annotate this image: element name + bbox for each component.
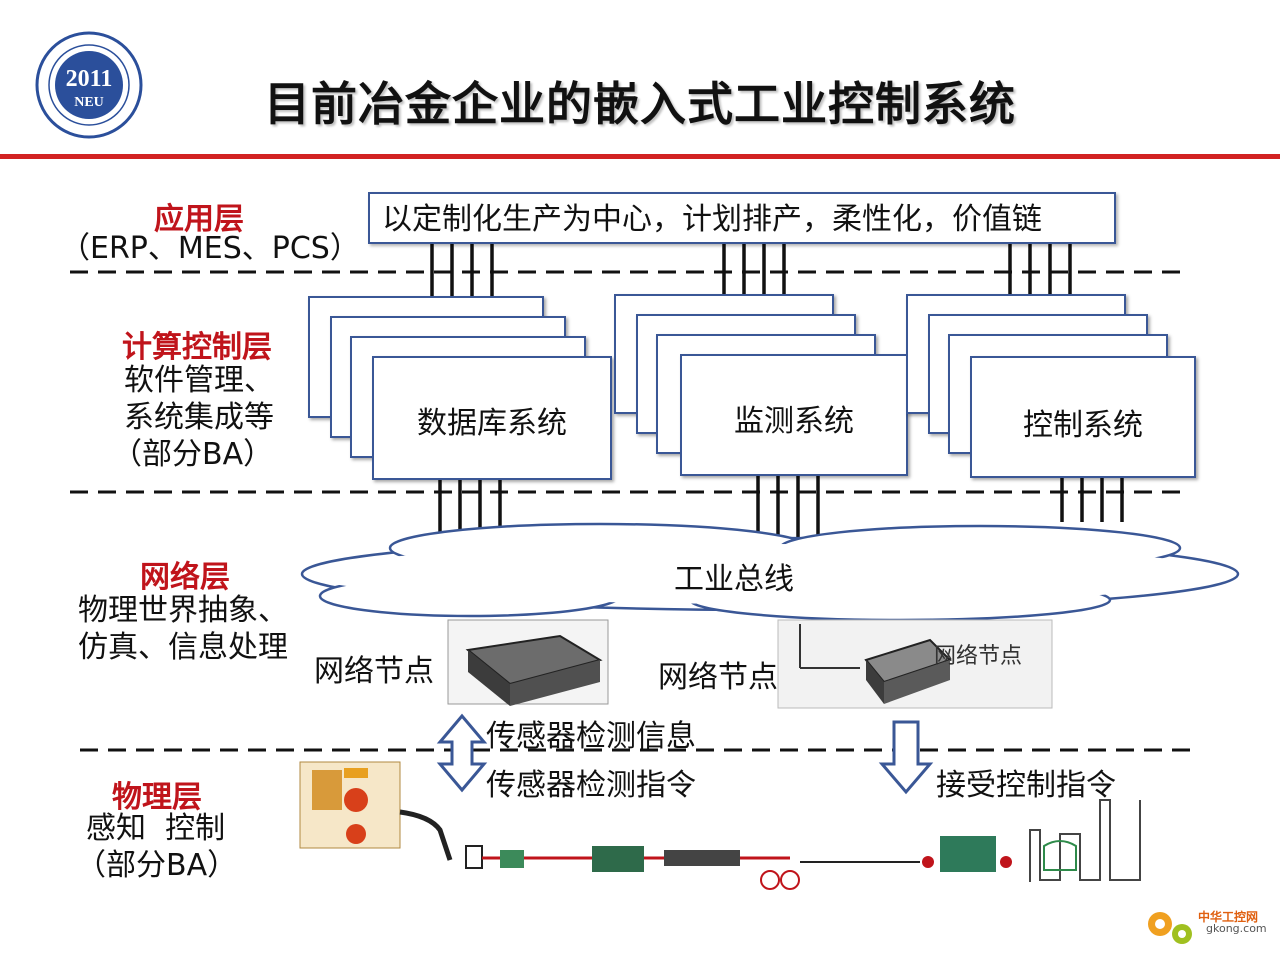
monitoring-system-box: 监测系统 — [680, 354, 908, 476]
database-system-label: 数据库系统 — [417, 406, 567, 441]
page-title: 目前冶金企业的嵌入式工业控制系统 — [264, 77, 1016, 131]
computing-layer-desc-1: 软件管理、 — [124, 363, 274, 398]
network-node-label-left: 网络节点 — [314, 654, 434, 689]
industrial-bus-cloud — [300, 522, 1240, 622]
connectors-top — [430, 244, 1072, 296]
physical-layer-desc-1: 感知 控制 — [86, 811, 226, 846]
control-system-label: 控制系统 — [1023, 408, 1143, 443]
computing-layer-desc-2: 系统集成等 — [124, 400, 274, 435]
application-layer-title: 应用层 — [154, 202, 244, 237]
sensor-info-label: 传感器检测信息 — [486, 719, 696, 754]
industrial-bus-label: 工业总线 — [674, 562, 794, 597]
network-layer-desc-2: 仿真、信息处理 — [78, 630, 288, 665]
physical-layer-desc-2: （部分BA） — [76, 848, 238, 883]
network-layer-desc-1: 物理世界抽象、 — [78, 593, 288, 628]
application-goal-box: 以定制化生产为中心，计划排产，柔性化，价值链 — [368, 192, 1116, 244]
network-layer-title: 网络层 — [140, 560, 230, 595]
down-arrow — [878, 720, 934, 795]
monitoring-system-label: 监测系统 — [734, 404, 854, 439]
watermark-cn: 中华工控网 — [1198, 910, 1259, 924]
bidirectional-arrow — [436, 713, 488, 793]
production-line-illustration — [299, 761, 1141, 890]
database-system-box: 数据库系统 — [372, 356, 612, 480]
network-node-image-label: 网络节点 — [934, 644, 1023, 669]
network-node-device-right — [777, 619, 1053, 709]
university-logo: 2011 NEU — [35, 31, 143, 139]
sensor-command-label: 传感器检测指令 — [486, 768, 696, 803]
application-layer-desc: （ERP、MES、PCS） — [60, 231, 360, 266]
gear-icon — [1148, 912, 1192, 944]
title-divider — [0, 154, 1280, 159]
svg-text:2011: 2011 — [66, 66, 113, 92]
svg-text:NEU: NEU — [74, 95, 104, 110]
physical-layer-title: 物理层 — [112, 780, 202, 815]
watermark-url: gkong.com — [1206, 922, 1267, 935]
computing-layer-desc-3: （部分BA） — [112, 437, 274, 472]
network-node-device-left — [447, 619, 609, 706]
control-system-box: 控制系统 — [970, 356, 1196, 478]
computing-layer-title: 计算控制层 — [122, 330, 272, 365]
receive-control-label: 接受控制指令 — [936, 768, 1116, 803]
network-node-label-right: 网络节点 — [658, 660, 778, 695]
